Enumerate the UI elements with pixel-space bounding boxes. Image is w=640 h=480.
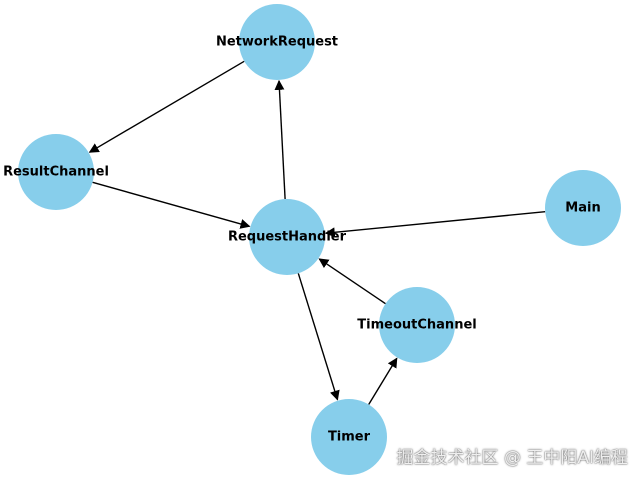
node-label-network-request: NetworkRequest: [216, 35, 338, 50]
edge-timeout-channel-to-request-handler: [318, 258, 386, 305]
node-timer: Timer: [311, 399, 387, 475]
nodes: NetworkRequestResultChannelRequestHandle…: [3, 4, 621, 475]
edge-request-handler-to-timer: [297, 273, 340, 401]
node-circle-main: [545, 170, 621, 246]
edge-timer-to-timeout-channel: [368, 357, 398, 405]
node-circle-network-request: [239, 4, 315, 80]
node-request-handler: RequestHandler: [228, 199, 347, 275]
watermark-text: 掘金技术社区 @ 王中阳AI编程: [396, 448, 628, 468]
node-timeout-channel: TimeoutChannel: [357, 287, 477, 363]
node-circle-timer: [311, 399, 387, 475]
edge-network-request-to-result-channel: [88, 60, 245, 153]
edges: [88, 60, 546, 405]
node-circle-request-handler: [249, 199, 325, 275]
node-label-timeout-channel: TimeoutChannel: [357, 318, 476, 333]
edge-main-to-request-handler: [324, 211, 546, 238]
node-label-timer: Timer: [328, 430, 371, 445]
edge-request-handler-to-network-request: [274, 79, 286, 200]
node-circle-timeout-channel: [379, 287, 455, 363]
node-circle-result-channel: [18, 134, 94, 210]
node-network-request: NetworkRequest: [216, 4, 338, 80]
node-label-main: Main: [565, 201, 600, 216]
node-main: Main: [545, 170, 621, 246]
node-result-channel: ResultChannel: [3, 134, 109, 210]
node-label-result-channel: ResultChannel: [3, 165, 109, 180]
edge-result-channel-to-request-handler: [92, 181, 251, 229]
node-label-request-handler: RequestHandler: [228, 230, 347, 245]
